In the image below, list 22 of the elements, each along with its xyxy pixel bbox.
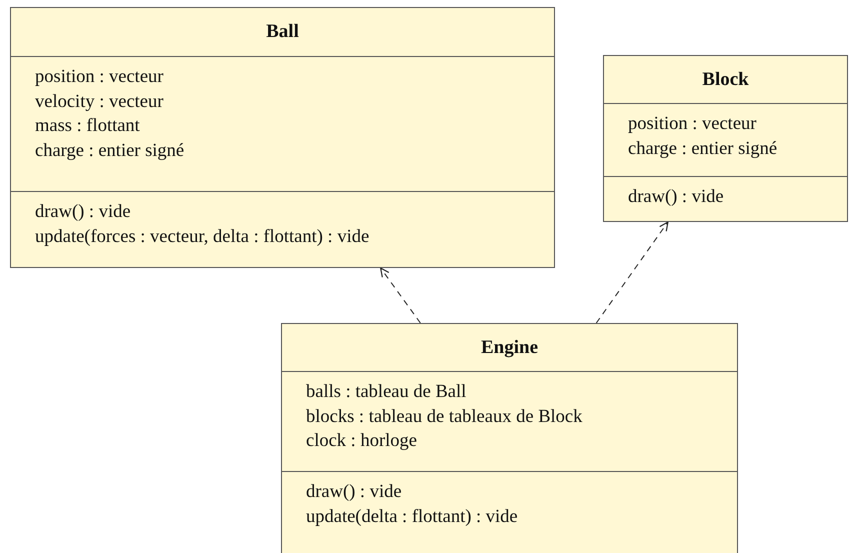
class-name: Ball	[266, 21, 299, 43]
class-name: Block	[702, 68, 749, 90]
method-text: draw() : vide	[35, 201, 131, 224]
attribute-text: blocks : tableau de tableaux de Block	[306, 406, 582, 428]
dependency-arrow	[596, 221, 668, 324]
attribute-text: position : vecteur	[35, 66, 164, 89]
attribute-text: mass : flottant	[35, 115, 140, 138]
method-text: update(forces : vecteur, delta : flottant) : vide	[35, 226, 370, 248]
attribute-text: clock : horloge	[306, 430, 417, 453]
method-text: draw() : vide	[628, 186, 724, 209]
class-box	[603, 55, 848, 222]
attribute-text: velocity : vecteur	[35, 90, 164, 114]
attribute-text: position : vecteur	[628, 113, 756, 136]
method-text: draw() : vide	[306, 481, 402, 504]
attribute-text: balls : tableau de Ball	[306, 381, 466, 404]
attribute-text: charge : entier signé	[35, 140, 184, 162]
class-name: Engine	[480, 336, 538, 358]
class-box	[10, 7, 555, 268]
dependency-arrow	[380, 267, 421, 324]
method-text: update(delta : flottant) : vide	[306, 506, 518, 528]
attribute-text: charge : entier signé	[628, 138, 778, 160]
class-box	[281, 323, 738, 553]
